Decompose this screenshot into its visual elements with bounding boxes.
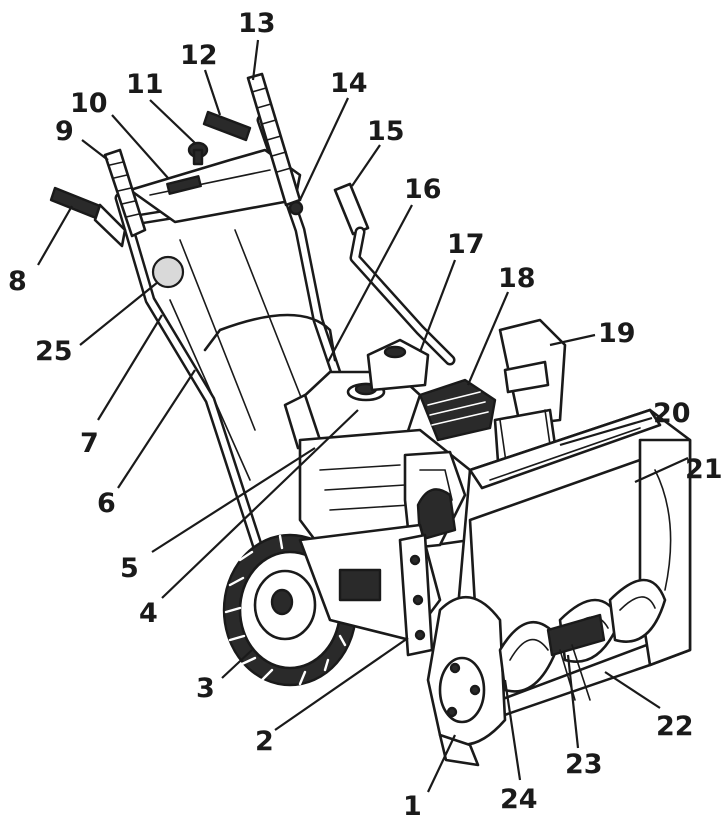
callout-8: 8: [8, 266, 27, 297]
callout-17: 17: [447, 229, 485, 260]
leader-lines: [37, 39, 689, 793]
callout-1: 1: [403, 791, 422, 822]
callout-labels: 1 2 3 4 5 6 7 8 9 10 11 12 13 14 15 16 1…: [8, 8, 723, 822]
callout-14: 14: [330, 68, 368, 99]
callout-22: 22: [656, 711, 694, 742]
callout-9: 9: [55, 116, 74, 147]
right-grip: [202, 110, 252, 142]
callout-24: 24: [500, 784, 538, 815]
callout-23: 23: [565, 749, 603, 780]
engine: [283, 338, 497, 562]
item-25-marker: [151, 255, 185, 289]
callout-19: 19: [598, 318, 636, 349]
chute-crank: [333, 182, 456, 366]
callout-25: 25: [35, 336, 73, 367]
callout-11: 11: [126, 69, 164, 100]
callout-13: 13: [238, 8, 276, 39]
left-grip: [49, 186, 127, 248]
callout-5: 5: [120, 553, 139, 584]
callout-2: 2: [255, 726, 274, 757]
snow-blower-illustration: [49, 72, 692, 767]
callout-15: 15: [367, 116, 405, 147]
control-panel: [128, 141, 302, 224]
auger-housing: [426, 408, 692, 767]
callout-21: 21: [685, 454, 723, 485]
callout-7: 7: [80, 428, 99, 459]
callout-3: 3: [196, 673, 215, 704]
lever-pivot: [288, 200, 304, 216]
callout-16: 16: [404, 174, 442, 205]
left-lever: [103, 148, 147, 238]
callout-4: 4: [139, 598, 158, 629]
callout-10: 10: [70, 88, 108, 119]
callout-6: 6: [97, 488, 116, 519]
frame-housing: [298, 523, 442, 657]
callout-18: 18: [498, 263, 536, 294]
callout-12: 12: [180, 40, 218, 71]
callout-20: 20: [653, 398, 691, 429]
